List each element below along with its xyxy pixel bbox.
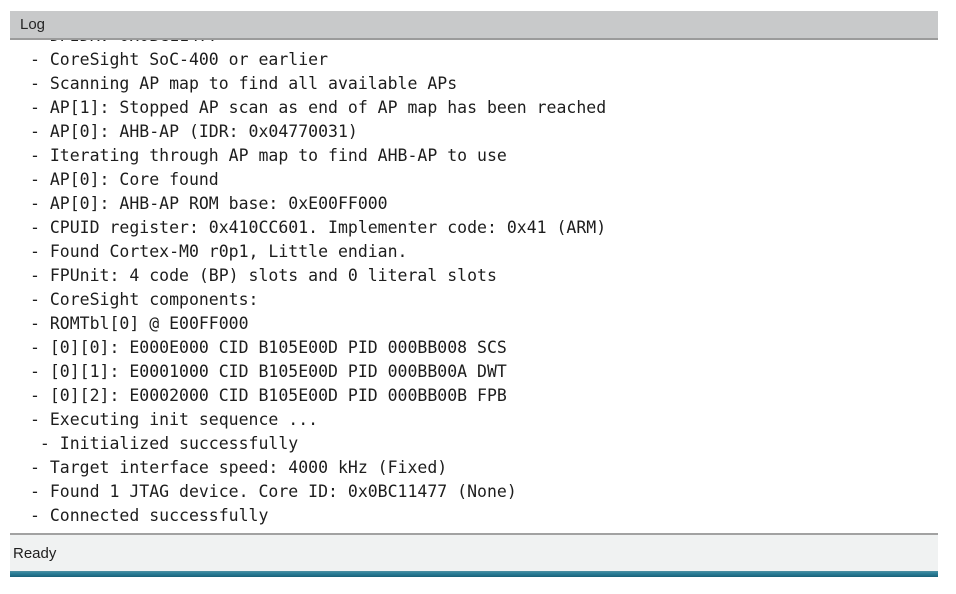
log-line: - Scanning AP map to find all available … [30, 74, 458, 93]
log-lines-container: - DPIDR: 0x0BC11477 - CoreSight SoC-400 … [10, 40, 938, 528]
log-line: - FPUnit: 4 code (BP) slots and 0 litera… [30, 266, 497, 285]
log-line: - AP[0]: AHB-AP (IDR: 0x04770031) [30, 122, 358, 141]
log-line: - Connected successfully [30, 506, 269, 525]
log-line: - DPIDR: 0x0BC11477 [30, 40, 938, 48]
log-panel-title: Log [20, 16, 46, 33]
log-line: - CoreSight SoC-400 or earlier [30, 50, 329, 69]
status-text: Ready [13, 544, 57, 562]
log-line: - [0][2]: E0002000 CID B105E00D PID 000B… [30, 386, 507, 405]
log-line: - CoreSight components: [30, 290, 259, 309]
log-line: - AP[0]: Core found [30, 170, 219, 189]
status-bar: Ready [10, 533, 938, 571]
log-line: - Found 1 JTAG device. Core ID: 0x0BC114… [30, 482, 517, 501]
log-line: - [0][0]: E000E000 CID B105E00D PID 000B… [30, 338, 507, 357]
log-line: - [0][1]: E0001000 CID B105E00D PID 000B… [30, 362, 507, 381]
log-line: - ROMTbl[0] @ E00FF000 [30, 314, 249, 333]
log-line: - Executing init sequence ... [30, 410, 319, 429]
log-line: - AP[1]: Stopped AP scan as end of AP ma… [30, 98, 607, 117]
log-line: - Target interface speed: 4000 kHz (Fixe… [30, 458, 448, 477]
log-line: - Found Cortex-M0 r0p1, Little endian. [30, 242, 408, 261]
log-panel: Log - DPIDR: 0x0BC11477 - CoreSight SoC-… [10, 11, 938, 577]
log-line: - CPUID register: 0x410CC601. Implemente… [30, 218, 607, 237]
log-line: - Iterating through AP map to find AHB-A… [30, 146, 507, 165]
log-output-area[interactable]: - DPIDR: 0x0BC11477 - CoreSight SoC-400 … [10, 40, 938, 533]
log-line: - Initialized successfully [30, 434, 299, 453]
teal-accent-bar [10, 571, 938, 577]
log-line: - AP[0]: AHB-AP ROM base: 0xE00FF000 [30, 194, 388, 213]
log-panel-header: Log [10, 11, 938, 40]
